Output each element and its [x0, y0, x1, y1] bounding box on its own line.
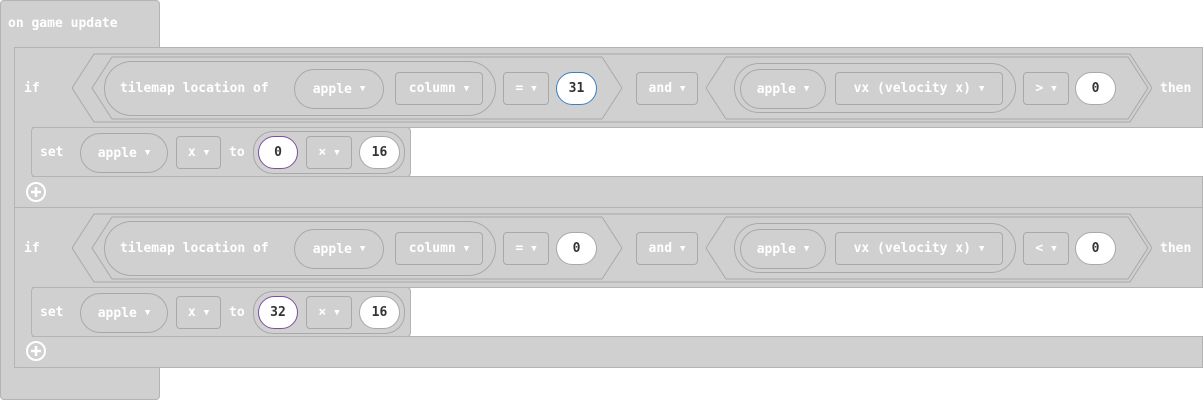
caret-down-icon: ▼	[334, 307, 340, 318]
number-input-16b[interactable]: 16	[359, 296, 400, 329]
number-input-0d[interactable]: 0	[1075, 232, 1116, 265]
sprite-value: apple	[312, 81, 352, 97]
multiply-dropdown-2[interactable]: ×▼	[306, 296, 352, 329]
caret-down-icon: ▼	[203, 147, 210, 158]
caret-down-icon: ▼	[978, 83, 985, 94]
caret-down-icon: ▼	[978, 243, 985, 254]
caret-down-icon: ▼	[359, 84, 366, 94]
operator-dropdown-2a[interactable]: =▼	[503, 232, 549, 265]
velocity-dropdown-1[interactable]: vx (velocity x) ▼	[835, 72, 1003, 105]
number-input-0b[interactable]: 0	[258, 136, 298, 169]
caret-down-icon: ▼	[803, 244, 810, 254]
sprite-dropdown-1c[interactable]: apple ▼	[80, 133, 168, 173]
sprite-dropdown-2c[interactable]: apple ▼	[80, 293, 168, 333]
sprite-dropdown-2a[interactable]: apple ▼	[294, 229, 384, 269]
column-value: column	[408, 81, 456, 96]
caret-down-icon: ▼	[203, 307, 210, 318]
caret-down-icon: ▼	[144, 308, 151, 318]
if-block-1-footer	[14, 176, 1203, 208]
plus-circle-icon[interactable]	[25, 340, 47, 362]
operator-value: =	[515, 81, 524, 96]
caret-down-icon: ▼	[803, 84, 810, 94]
caret-down-icon: ▼	[1051, 83, 1057, 94]
if-keyword-1: if	[24, 81, 40, 96]
operator-dropdown-1a[interactable]: =▼	[503, 72, 549, 105]
velocity-value: vx (velocity x)	[853, 81, 971, 96]
velocity-value: vx (velocity x)	[853, 241, 971, 256]
caret-down-icon: ▼	[531, 83, 537, 94]
then-keyword-2: then	[1160, 241, 1192, 256]
to-keyword-1: to	[229, 145, 245, 160]
caret-down-icon: ▼	[144, 148, 151, 158]
set-keyword-2: set	[40, 305, 64, 320]
multiply-value: ×	[318, 305, 327, 320]
caret-down-icon: ▼	[463, 243, 470, 254]
caret-down-icon: ▼	[463, 83, 470, 94]
sprite-dropdown-2b[interactable]: apple ▼	[740, 229, 826, 269]
column-value: column	[408, 241, 456, 256]
number-input-0c[interactable]: 0	[556, 232, 597, 265]
sprite-value: apple	[756, 81, 796, 97]
caret-down-icon: ▼	[359, 244, 366, 254]
sprite-value: apple	[756, 241, 796, 257]
and-value: and	[648, 81, 673, 96]
number-input-31[interactable]: 31	[556, 72, 597, 105]
operator-value: <	[1035, 241, 1044, 256]
caret-down-icon: ▼	[680, 83, 686, 94]
number-input-32[interactable]: 32	[258, 296, 298, 329]
x-dropdown-1[interactable]: x▼	[176, 136, 221, 169]
caret-down-icon: ▼	[334, 147, 340, 158]
sprite-value: apple	[97, 305, 137, 321]
and-value: and	[648, 241, 673, 256]
operator-value: =	[515, 241, 524, 256]
velocity-dropdown-2[interactable]: vx (velocity x) ▼	[835, 232, 1003, 265]
number-input-16a[interactable]: 16	[359, 136, 400, 169]
then-keyword-1: then	[1160, 81, 1192, 96]
column-dropdown-2[interactable]: column ▼	[395, 232, 483, 265]
tilemap-location-label-2: tilemap location of	[120, 241, 269, 256]
sprite-value: apple	[97, 145, 137, 161]
operator-dropdown-2b[interactable]: <▼	[1023, 232, 1069, 265]
if-block-2-spine	[14, 287, 32, 337]
plus-circle-icon[interactable]	[25, 181, 47, 203]
sprite-value: apple	[312, 241, 352, 257]
multiply-dropdown-1[interactable]: ×▼	[306, 136, 352, 169]
operator-dropdown-1b[interactable]: >▼	[1023, 72, 1069, 105]
sprite-dropdown-1a[interactable]: apple ▼	[294, 69, 384, 109]
caret-down-icon: ▼	[680, 243, 686, 254]
sprite-dropdown-1b[interactable]: apple ▼	[740, 69, 826, 109]
multiply-value: ×	[318, 145, 327, 160]
set-keyword-1: set	[40, 145, 64, 160]
column-dropdown-1[interactable]: column ▼	[395, 72, 483, 105]
tilemap-location-label-1: tilemap location of	[120, 81, 269, 96]
and-dropdown-1[interactable]: and ▼	[636, 72, 698, 105]
if-block-2-footer	[14, 336, 1203, 368]
and-dropdown-2[interactable]: and ▼	[636, 232, 698, 265]
operator-value: >	[1035, 81, 1044, 96]
x-value: x	[187, 305, 196, 320]
x-dropdown-2[interactable]: x▼	[176, 296, 221, 329]
if-block-1-spine	[14, 127, 32, 177]
number-input-0a[interactable]: 0	[1075, 72, 1116, 105]
caret-down-icon: ▼	[531, 243, 537, 254]
caret-down-icon: ▼	[1051, 243, 1057, 254]
x-value: x	[187, 145, 196, 160]
if-keyword-2: if	[24, 241, 40, 256]
to-keyword-2: to	[229, 305, 245, 320]
event-label: on game update	[8, 16, 118, 31]
